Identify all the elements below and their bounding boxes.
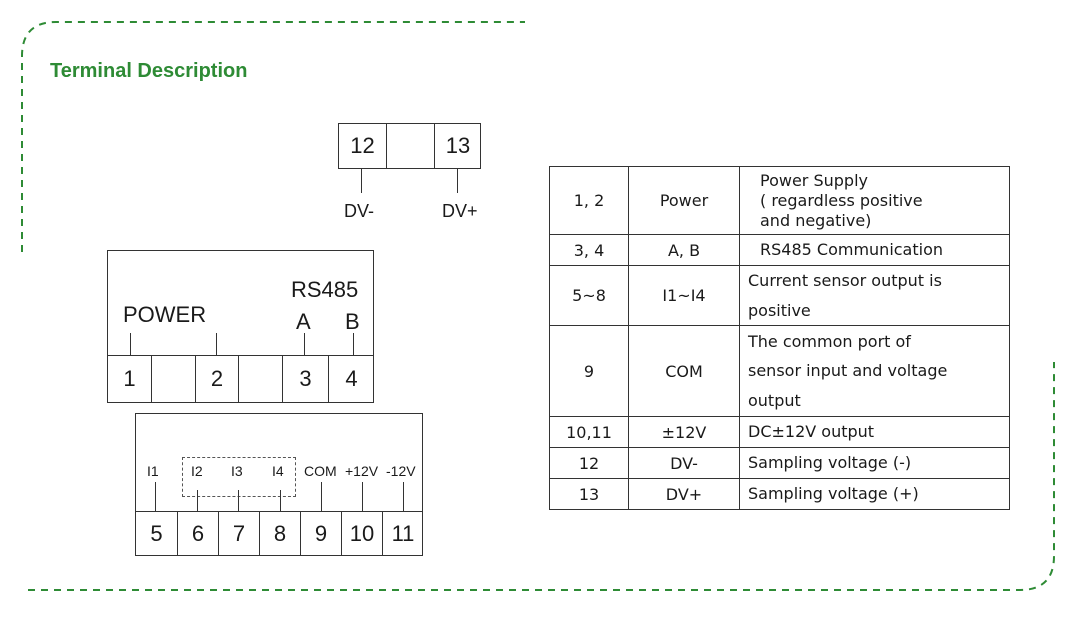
description-cell: Current sensor output is positive <box>739 264 1010 327</box>
rs485-label: RS485 <box>291 277 359 302</box>
table-row: 13 DV+ Sampling voltage (+) <box>549 478 1010 511</box>
description-cell: DC±12V output <box>739 416 1010 449</box>
lead-13 <box>457 169 458 193</box>
terminal-blank <box>238 356 282 402</box>
terminal-5: 5 <box>150 520 163 546</box>
lead-10 <box>362 482 363 511</box>
name-cell: A, B <box>628 234 740 266</box>
description-cell: RS485 Communication <box>739 234 1010 266</box>
table-row: 3, 4 A, B RS485 Communication <box>549 234 1010 266</box>
terminal-cell: 10,11 <box>549 416 629 449</box>
terminal-9: 9 <box>300 512 341 555</box>
table-row: 12 DV- Sampling voltage (-) <box>549 447 1010 480</box>
b-label: B <box>345 309 360 334</box>
terminal-cell: 3, 4 <box>549 234 629 266</box>
lead-5 <box>155 482 156 511</box>
terminal-1: 1 <box>123 366 136 391</box>
lead-8 <box>280 490 281 511</box>
lead-7 <box>238 490 239 511</box>
terminal-11: 11 <box>382 512 423 555</box>
terminal-10: 10 <box>341 512 382 555</box>
table-row: 9 COM The common port of sensor input an… <box>549 325 1010 418</box>
name-cell: I1~I4 <box>628 264 740 327</box>
terminal-blank <box>386 124 434 168</box>
plus12v-label: +12V <box>345 463 379 479</box>
i1-label: I1 <box>147 463 159 479</box>
terminal-cell: 13 <box>549 478 629 511</box>
description-cell: The common port of sensor input and volt… <box>739 325 1010 418</box>
lead-3 <box>304 333 305 355</box>
terminal-7: 7 <box>218 512 259 555</box>
lead-4 <box>353 333 354 355</box>
page-title: Terminal Description <box>50 60 248 82</box>
terminal-blank <box>151 356 195 402</box>
name-cell: COM <box>628 325 740 418</box>
table-row: 10,11 ±12V DC±12V output <box>549 416 1010 449</box>
description-cell: Sampling voltage (-) <box>739 447 1010 480</box>
lead-12 <box>361 169 362 193</box>
sensor-block: I1 I2 I3 I4 COM +12V -12V 5 6 7 8 9 10 1… <box>135 413 423 556</box>
dv-minus-label: DV- <box>344 201 375 221</box>
lead-2 <box>216 333 217 355</box>
minus12v-label: -12V <box>386 463 416 479</box>
terminal-3: 3 <box>282 356 328 402</box>
i2-i4-dashed-group <box>182 457 296 497</box>
name-cell: DV+ <box>628 478 740 511</box>
frame-bottom-right <box>28 362 1055 591</box>
i4-label: I4 <box>272 463 284 479</box>
dv-plus-label: DV+ <box>442 201 478 221</box>
name-cell: ±12V <box>628 416 740 449</box>
power-terminal-row: 1 2 3 4 <box>108 355 373 402</box>
terminal-13: 13 <box>434 124 481 168</box>
terminal-4: 4 <box>328 356 374 402</box>
lead-6 <box>197 490 198 511</box>
i3-label: I3 <box>231 463 243 479</box>
lead-1 <box>130 333 131 355</box>
terminal-8: 8 <box>259 512 300 555</box>
a-label: A <box>296 309 311 334</box>
terminal-cell: 9 <box>549 325 629 418</box>
table-row: 5~8 I1~I4 Current sensor output is posit… <box>549 264 1010 327</box>
name-cell: Power <box>628 166 740 235</box>
terminal-2: 2 <box>195 356 238 402</box>
terminal-6: 6 <box>177 512 218 555</box>
lead-9 <box>321 482 322 511</box>
description-cell: Sampling voltage (+) <box>739 478 1010 511</box>
name-cell: DV- <box>628 447 740 480</box>
terminal-cell: 5~8 <box>549 264 629 327</box>
terminal-description-table: 1, 2 Power Power Supply ( regardless pos… <box>549 166 1010 511</box>
terminal-cell: 12 <box>549 447 629 480</box>
dv-terminal-block: 12 13 <box>338 123 481 169</box>
description-cell: Power Supply ( regardless positive and n… <box>739 166 1010 235</box>
terminal-cell: 1, 2 <box>549 166 629 235</box>
frame-top-left <box>21 21 525 252</box>
i2-label: I2 <box>191 463 203 479</box>
lead-11 <box>403 482 404 511</box>
table-row: 1, 2 Power Power Supply ( regardless pos… <box>549 166 1010 235</box>
sensor-terminal-row: 5 6 7 8 9 10 11 <box>136 511 422 555</box>
power-label: POWER <box>123 302 207 327</box>
terminal-12: 12 <box>350 133 375 158</box>
power-rs485-block: POWER RS485 A B 1 2 3 4 <box>107 250 374 403</box>
com-label: COM <box>304 463 337 479</box>
